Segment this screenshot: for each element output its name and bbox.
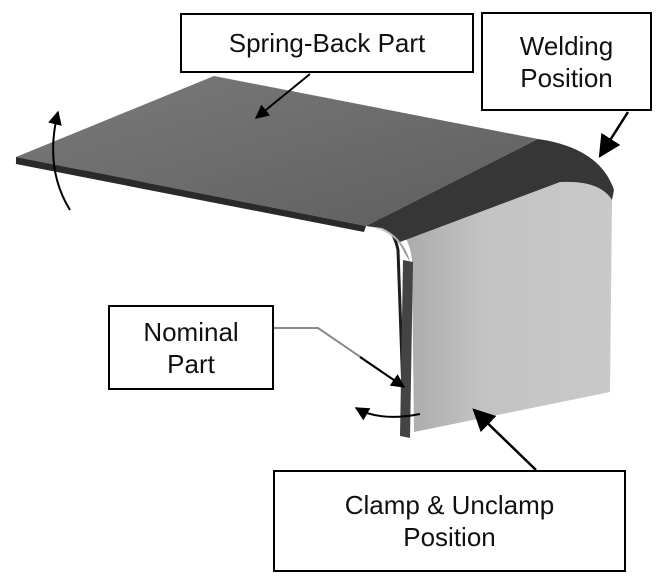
welding-position-label: Welding Position xyxy=(481,12,652,111)
clamp-unclamp-position-label: Clamp & Unclamp Position xyxy=(273,470,626,572)
side-surface xyxy=(398,160,612,432)
spring-back-top-surface xyxy=(16,76,538,226)
nominal-leader-arrow xyxy=(359,356,406,388)
clamp-rotation-arrow xyxy=(354,407,421,421)
welding-leader-arrow xyxy=(598,111,630,158)
clamp-label-line1: Clamp & Unclamp xyxy=(344,490,555,520)
spring-back-label-text: Spring-Back Part xyxy=(228,28,426,58)
welding-label-line1: Welding xyxy=(519,30,614,61)
spring-back-rotation-arrow xyxy=(48,110,71,211)
nominal-part-lower-edge xyxy=(400,260,413,438)
spring-back-part-label: Spring-Back Part xyxy=(180,13,474,73)
clamp-label-line2: Position xyxy=(403,522,496,552)
nominal-label-line2: Part xyxy=(167,348,215,379)
top-sheet-front-edge xyxy=(16,157,366,232)
spring-back-leader-arrow xyxy=(254,73,311,119)
nominal-label-line1: Nominal xyxy=(143,316,239,347)
nominal-part-label: Nominal Part xyxy=(108,305,274,390)
welding-zone xyxy=(366,139,614,242)
welding-label-line2: Position xyxy=(520,62,613,93)
clamp-leader-arrow xyxy=(472,408,537,471)
bend-radius xyxy=(366,226,410,262)
nominal-leader-line xyxy=(274,327,401,385)
